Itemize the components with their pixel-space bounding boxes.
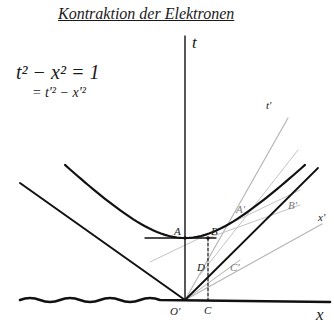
point-label: A' — [236, 204, 245, 215]
construction-line — [200, 150, 298, 275]
point-dot — [206, 236, 210, 240]
title: Kontraktion der Elektronen — [58, 6, 234, 22]
point-label: t' — [266, 100, 271, 111]
point-label: x — [316, 306, 324, 323]
point-label: B — [211, 226, 218, 237]
point-label: x' — [318, 212, 325, 223]
t-prime-axis — [185, 118, 288, 300]
light-cone-line — [20, 183, 185, 300]
projection-line — [207, 238, 208, 300]
equation: t² − x² = 1 — [16, 62, 99, 82]
point-label: A — [174, 226, 181, 237]
construction-line — [208, 205, 300, 238]
point-label: B' — [288, 200, 297, 211]
simultaneity-line — [145, 237, 216, 238]
t-axis — [184, 36, 185, 300]
equation: = t'² − x'² — [32, 86, 86, 100]
point-label: t — [192, 34, 197, 51]
point-label: C — [204, 305, 211, 316]
x-axis — [20, 298, 330, 302]
point-label: C' — [230, 262, 240, 273]
point-label: D — [197, 262, 205, 273]
construction-line — [185, 260, 240, 300]
point-dot — [183, 236, 187, 240]
point-label: O' — [170, 306, 180, 317]
